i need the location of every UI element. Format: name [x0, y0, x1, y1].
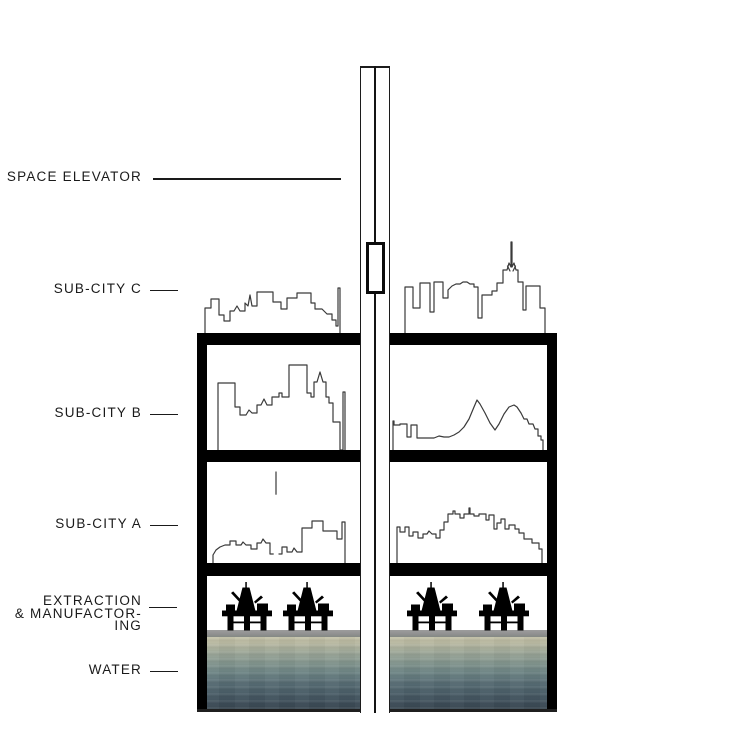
label-sub-city-c: SUB-CITY C — [53, 281, 142, 296]
label-extraction: EXTRACTION & MANUFACTOR- ING — [14, 593, 142, 633]
structure-roof-right — [390, 333, 557, 345]
extraction-platform-right — [390, 630, 547, 638]
structure-floor-b-left — [197, 450, 360, 462]
leader-extraction — [149, 606, 177, 609]
label-extraction-line3: ING — [114, 618, 142, 633]
space-elevator-wall-left — [359, 66, 362, 713]
structure-floor-a-left — [197, 563, 360, 576]
label-extraction-line1: EXTRACTION — [42, 593, 142, 608]
skyline-sub-city-a-right — [396, 507, 543, 563]
label-water: WATER — [88, 662, 142, 677]
structure-bottom-right — [390, 709, 557, 712]
oil-rig-icon — [479, 582, 529, 631]
label-sub-city-b: SUB-CITY B — [54, 405, 142, 420]
skyline-sub-city-c-left — [204, 287, 341, 333]
skyline-sub-city-b-right — [392, 399, 544, 450]
leader-space-elevator — [153, 178, 341, 180]
skyline-sub-city-b-left — [217, 364, 346, 450]
label-sub-city-a: SUB-CITY A — [55, 516, 142, 531]
skyline-sub-city-c-right — [404, 241, 546, 333]
water-texture-right — [390, 637, 547, 709]
leader-sub-city-b — [150, 413, 178, 416]
label-extraction-line2: & MANUFACTOR- — [14, 605, 142, 621]
structure-wall-right — [547, 333, 557, 711]
space-elevator-wall-right — [388, 66, 391, 713]
oil-rig-icon — [407, 582, 457, 631]
structure-bottom-left — [197, 709, 360, 712]
structure-roof-left — [197, 333, 360, 345]
leader-water — [150, 670, 178, 673]
space-elevator-cable — [374, 66, 376, 713]
oil-rig-icon — [222, 582, 272, 631]
structure-floor-a-right — [390, 563, 557, 576]
leader-sub-city-a — [150, 524, 178, 527]
structure-floor-b-right — [390, 450, 557, 462]
structure-wall-left — [197, 333, 207, 711]
extraction-platform-left — [205, 630, 360, 638]
leader-sub-city-c — [150, 289, 178, 292]
oil-rig-icon — [283, 582, 333, 631]
label-space-elevator: SPACE ELEVATOR — [6, 169, 142, 184]
elevator-car — [365, 241, 386, 294]
skyline-sub-city-a-left — [212, 471, 346, 563]
water-texture-left — [205, 637, 360, 709]
